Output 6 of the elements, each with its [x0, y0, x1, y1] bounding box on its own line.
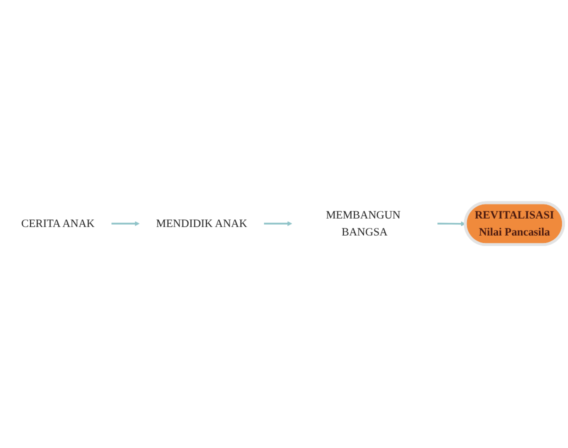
- arrow: [111, 222, 140, 226]
- node-text: MEMBANGUN BANGSA: [326, 209, 401, 239]
- arrow: [264, 222, 292, 226]
- node-text: CERITA ANAK: [21, 218, 95, 230]
- node-text: MENDIDIK ANAK: [156, 218, 248, 230]
- arrow: [437, 222, 466, 227]
